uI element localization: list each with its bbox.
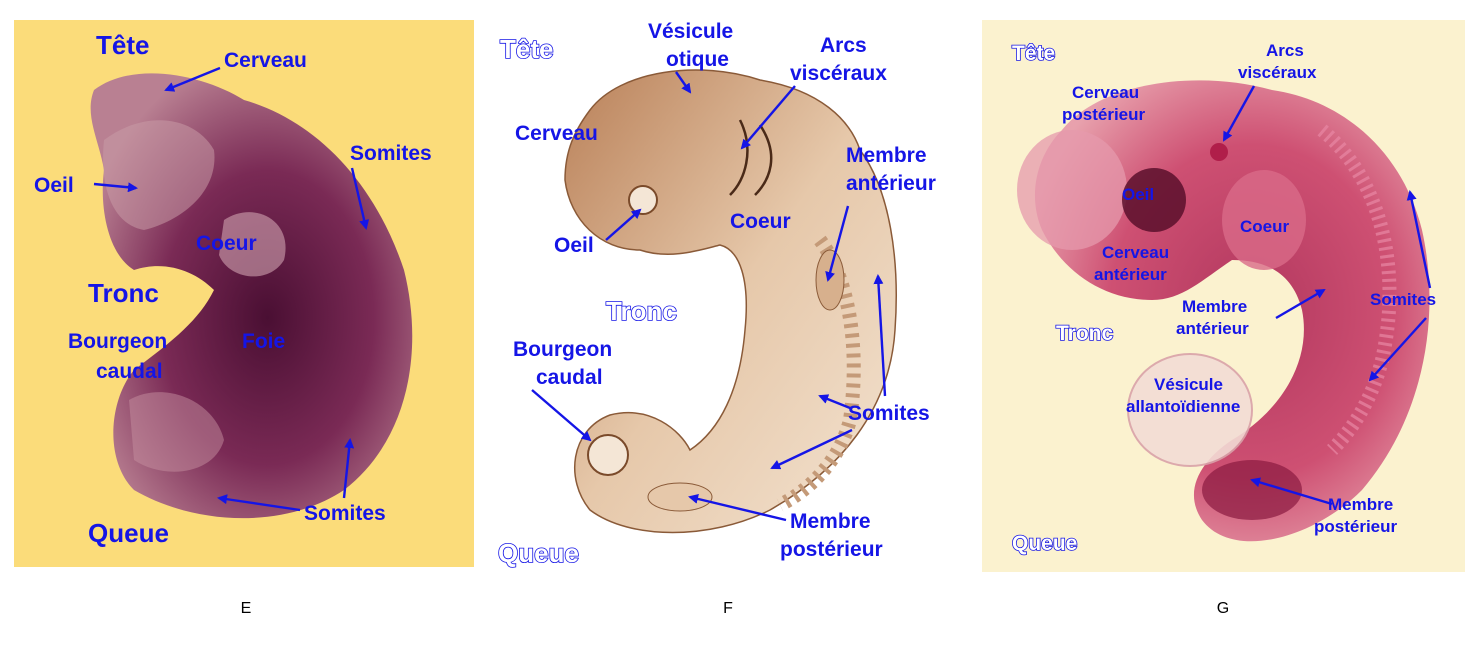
arrow-forelimb [1275, 288, 1326, 320]
label-somites: Somites [1370, 290, 1436, 309]
arrow-arches [1222, 85, 1256, 142]
label-head: Tête [1012, 42, 1055, 65]
embryo-g-eye [1122, 168, 1186, 232]
label-brain: Cerveau [515, 122, 598, 145]
caption-e: E [240, 600, 252, 617]
label-forelimb-line2: antérieur [1176, 319, 1249, 338]
label-otic-line1: Vésicule [648, 20, 733, 43]
label-trunk: Tronc [606, 296, 677, 326]
arrow-hindlimb [1250, 477, 1333, 506]
label-arches-line2: viscéraux [790, 62, 887, 85]
label-eye: Oeil [34, 174, 74, 197]
label-hindlimb-line2: postérieur [780, 538, 883, 561]
label-tail-bud-line2: caudal [96, 360, 163, 383]
label-somites-bottom: Somites [304, 502, 386, 525]
label-heart: Coeur [196, 232, 257, 255]
label-allantois-line1: Vésicule [1154, 375, 1223, 394]
embryo-g-arches [1210, 143, 1228, 161]
label-hindlimb-line1: Membre [790, 510, 871, 533]
label-head: Tête [96, 30, 149, 60]
label-eye: Oeil [554, 234, 594, 257]
caption-f: F [723, 600, 733, 617]
label-brain: Cerveau [224, 49, 307, 72]
arrow-otic [675, 71, 692, 94]
label-somites: Somites [848, 402, 930, 425]
label-tail-bud-line1: Bourgeon [68, 330, 167, 353]
label-heart: Coeur [1240, 217, 1290, 236]
arrow-brain [164, 66, 221, 92]
panel-f-figure: Tête Vésicule otique Arcs viscéraux Cerv… [490, 10, 970, 570]
embryo-e-tail-highlight [129, 392, 224, 472]
panel-g-figure: Tête Arcs viscéraux Cerveau postérieur O… [982, 20, 1465, 572]
panel-e: Tête Cerveau Somites Oeil Coeur Tronc Bo… [14, 20, 474, 567]
caption-g: G [1216, 600, 1230, 617]
embryo-g-hindbrain [1017, 130, 1127, 250]
label-eye: Oeil [1122, 185, 1154, 204]
label-liver: Foie [242, 330, 285, 353]
label-tail: Queue [1012, 532, 1077, 555]
label-forelimb-line1: Membre [846, 144, 927, 167]
label-forebrain-line2: antérieur [1094, 265, 1167, 284]
arrow-eye [605, 208, 642, 241]
arrow-somites-mid [818, 394, 851, 410]
label-arches-line2: viscéraux [1238, 63, 1317, 82]
embryo-g-heart [1222, 170, 1306, 270]
label-hindlimb-line1: Membre [1328, 495, 1393, 514]
embryo-f [564, 69, 897, 534]
label-hindbrain-line2: postérieur [1062, 105, 1146, 124]
label-forelimb-line2: antérieur [846, 172, 936, 195]
panel-e-figure: Tête Cerveau Somites Oeil Coeur Tronc Bo… [14, 20, 474, 567]
label-allantois-line2: allantoïdienne [1126, 397, 1240, 416]
label-trunk: Tronc [1056, 322, 1113, 345]
arrow-somites-down [1368, 317, 1427, 382]
arrow-arches [740, 85, 796, 150]
embryo-f-arches [729, 119, 749, 196]
label-tail: Queue [88, 518, 169, 548]
embryo-f-hindlimb [647, 482, 713, 512]
embryo-e-heart-highlight [219, 212, 286, 277]
label-arches-line1: Arcs [820, 34, 867, 57]
label-trunk: Tronc [88, 278, 159, 308]
label-head: Tête [500, 34, 553, 64]
embryo-e-head-highlight [103, 120, 215, 230]
label-tail-bud-line2: caudal [536, 366, 603, 389]
label-arches-line1: Arcs [1266, 41, 1304, 60]
embryo-f-somite-strip [776, 235, 861, 512]
label-forelimb-line1: Membre [1182, 297, 1247, 316]
label-somites-top: Somites [350, 142, 432, 165]
arrow-somites-up [1406, 190, 1432, 289]
arrow-somites-bottom-left [217, 494, 301, 512]
panel-g: Tête Arcs viscéraux Cerveau postérieur O… [982, 20, 1465, 572]
arrow-forelimb [825, 205, 850, 282]
label-tail: Queue [498, 538, 579, 568]
embryo-f-arches-2 [754, 124, 773, 196]
embryo-g-allantois [1127, 353, 1253, 467]
label-hindbrain-line1: Cerveau [1072, 83, 1139, 102]
arrow-somites-bottom-up [342, 438, 355, 499]
panel-f: Tête Vésicule otique Arcs viscéraux Cerv… [490, 10, 970, 570]
label-heart: Coeur [730, 210, 791, 233]
embryo-g-somite-strip [1317, 124, 1397, 455]
arrow-somites-low [770, 428, 853, 470]
embryo-f-tail-bud [587, 434, 629, 476]
label-otic-line2: otique [666, 48, 729, 71]
arrow-hindlimb [688, 494, 787, 522]
embryo-g-hindlimb [1202, 460, 1302, 520]
embryo-f-eye [628, 185, 658, 215]
arrow-eye [93, 182, 138, 193]
embryo-f-forelimb [815, 249, 845, 311]
label-forebrain-line1: Cerveau [1102, 243, 1169, 262]
arrow-somites-up [873, 274, 887, 397]
label-hindlimb-line2: postérieur [1314, 517, 1398, 536]
label-tail-bud-line1: Bourgeon [513, 338, 612, 361]
arrow-tail-bud [531, 389, 592, 442]
arrow-somites-top [350, 167, 370, 230]
